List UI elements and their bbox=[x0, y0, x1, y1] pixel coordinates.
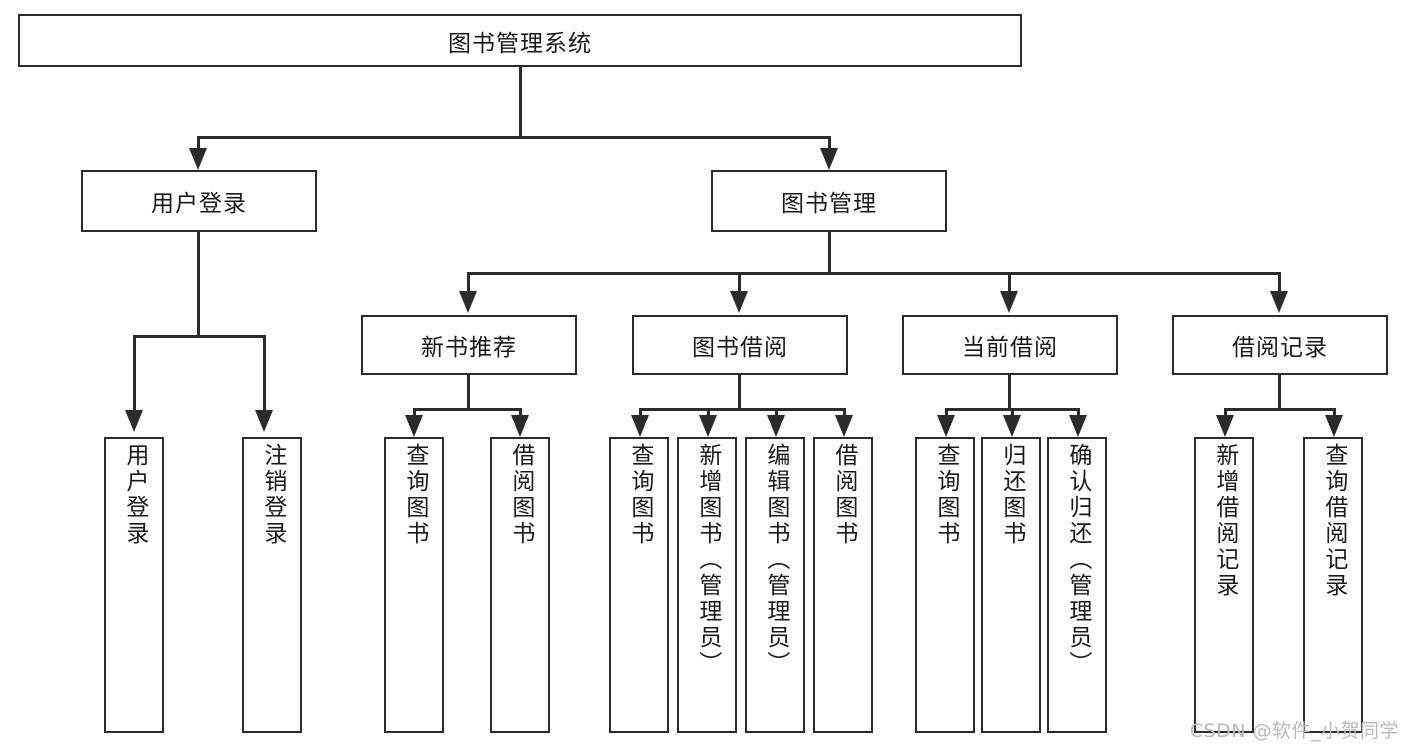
leaf-label: 新增借阅记录 bbox=[1211, 443, 1238, 599]
leaf-label: 查询图书 bbox=[401, 443, 428, 547]
connector-borrow-record-stem bbox=[1278, 375, 1281, 411]
connector-root-stem bbox=[519, 67, 522, 138]
leaf-query-book-current[interactable]: 查询图书 bbox=[915, 437, 975, 733]
connector-user-login-stem bbox=[197, 232, 200, 338]
arrowhead-borrow-record bbox=[1270, 291, 1288, 313]
node-user-login[interactable]: 用户登录 bbox=[81, 170, 317, 232]
leaf-confirm-return-admin[interactable]: 确认归还（管理员） bbox=[1047, 437, 1107, 733]
leaf-label: 归还图书 bbox=[998, 443, 1025, 547]
leaf-label: 查询借阅记录 bbox=[1320, 443, 1347, 599]
connector-drop-leaf-user-login bbox=[133, 335, 136, 415]
leaf-user-login[interactable]: 用户登录 bbox=[104, 437, 164, 733]
leaf-borrow-book[interactable]: 借阅图书 bbox=[813, 437, 873, 733]
arrowhead-query-book-3 bbox=[937, 415, 955, 437]
connector-current-borrow-stem bbox=[1008, 375, 1011, 411]
arrowhead-add-record bbox=[1216, 415, 1234, 437]
node-label: 借阅记录 bbox=[1232, 335, 1328, 361]
connector-book-borrow-bus bbox=[640, 408, 845, 411]
connector-book-management-stem bbox=[828, 232, 831, 274]
node-new-book-recommend[interactable]: 新书推荐 bbox=[361, 315, 577, 375]
arrowhead-confirm-return bbox=[1069, 415, 1087, 437]
arrowhead-edit-book bbox=[767, 415, 785, 437]
arrowhead-query-record bbox=[1325, 415, 1343, 437]
node-label: 新书推荐 bbox=[421, 335, 517, 361]
connector-drop-current-borrow bbox=[1008, 272, 1011, 298]
leaf-query-book-recommend[interactable]: 查询图书 bbox=[384, 437, 444, 733]
leaf-label: 借阅图书 bbox=[507, 443, 534, 547]
leaf-add-book-admin[interactable]: 新增图书（管理员） bbox=[677, 437, 737, 733]
node-book-management[interactable]: 图书管理 bbox=[711, 170, 947, 232]
arrowhead-borrow-book-1 bbox=[511, 415, 529, 437]
leaf-add-borrow-record[interactable]: 新增借阅记录 bbox=[1194, 437, 1254, 733]
leaf-query-book-borrow[interactable]: 查询图书 bbox=[609, 437, 669, 733]
connector-new-book-bus bbox=[414, 408, 521, 411]
arrowhead-add-book bbox=[699, 415, 717, 437]
node-borrow-record[interactable]: 借阅记录 bbox=[1172, 315, 1388, 375]
leaf-label: 确认归还（管理员） bbox=[1064, 443, 1091, 677]
connector-borrow-record-bus bbox=[1225, 408, 1335, 411]
connector-drop-leaf-logout bbox=[263, 335, 266, 415]
connector-user-login-bus bbox=[134, 335, 265, 338]
node-book-borrow[interactable]: 图书借阅 bbox=[632, 315, 848, 375]
arrowhead-user-login bbox=[189, 148, 207, 170]
node-label: 当前借阅 bbox=[962, 335, 1058, 361]
connector-new-book-stem bbox=[467, 375, 470, 411]
leaf-return-book[interactable]: 归还图书 bbox=[981, 437, 1041, 733]
leaf-label: 新增图书（管理员） bbox=[694, 443, 721, 677]
leaf-label: 注销登录 bbox=[259, 443, 286, 547]
node-label: 图书管理系统 bbox=[448, 30, 592, 57]
leaf-query-borrow-record[interactable]: 查询借阅记录 bbox=[1303, 437, 1363, 733]
node-current-borrow[interactable]: 当前借阅 bbox=[902, 315, 1118, 375]
node-label: 图书借阅 bbox=[692, 335, 788, 361]
leaf-borrow-book-recommend[interactable]: 借阅图书 bbox=[490, 437, 550, 733]
connector-level3-bus bbox=[468, 272, 1280, 275]
connector-drop-new-book bbox=[467, 272, 470, 298]
node-label: 用户登录 bbox=[151, 191, 247, 217]
leaf-label: 借阅图书 bbox=[830, 443, 857, 547]
leaf-label: 查询图书 bbox=[626, 443, 653, 547]
arrowhead-return-book bbox=[1003, 415, 1021, 437]
connector-drop-book-borrow bbox=[738, 272, 741, 298]
watermark-text: CSDN @软件_小贺同学 bbox=[1189, 720, 1399, 742]
arrowhead-book-borrow bbox=[730, 291, 748, 313]
leaf-label: 编辑图书（管理员） bbox=[762, 443, 789, 677]
leaf-label: 用户登录 bbox=[121, 443, 148, 547]
arrowhead-leaf-user-login bbox=[125, 410, 143, 432]
arrowhead-book-management bbox=[820, 148, 838, 170]
arrowhead-leaf-logout bbox=[255, 410, 273, 432]
connector-level2-bus bbox=[198, 136, 831, 139]
leaf-edit-book-admin[interactable]: 编辑图书（管理员） bbox=[745, 437, 805, 733]
connector-book-borrow-stem bbox=[738, 375, 741, 411]
arrowhead-current-borrow bbox=[1000, 291, 1018, 313]
connector-drop-borrow-record bbox=[1278, 272, 1281, 298]
arrowhead-borrow-book-2 bbox=[835, 415, 853, 437]
leaf-label: 查询图书 bbox=[932, 443, 959, 547]
leaf-logout[interactable]: 注销登录 bbox=[242, 437, 302, 733]
arrowhead-new-book bbox=[459, 291, 477, 313]
node-root-library-management-system[interactable]: 图书管理系统 bbox=[18, 14, 1022, 67]
node-label: 图书管理 bbox=[781, 191, 877, 217]
arrowhead-query-book-1 bbox=[405, 415, 423, 437]
arrowhead-query-book-2 bbox=[631, 415, 649, 437]
